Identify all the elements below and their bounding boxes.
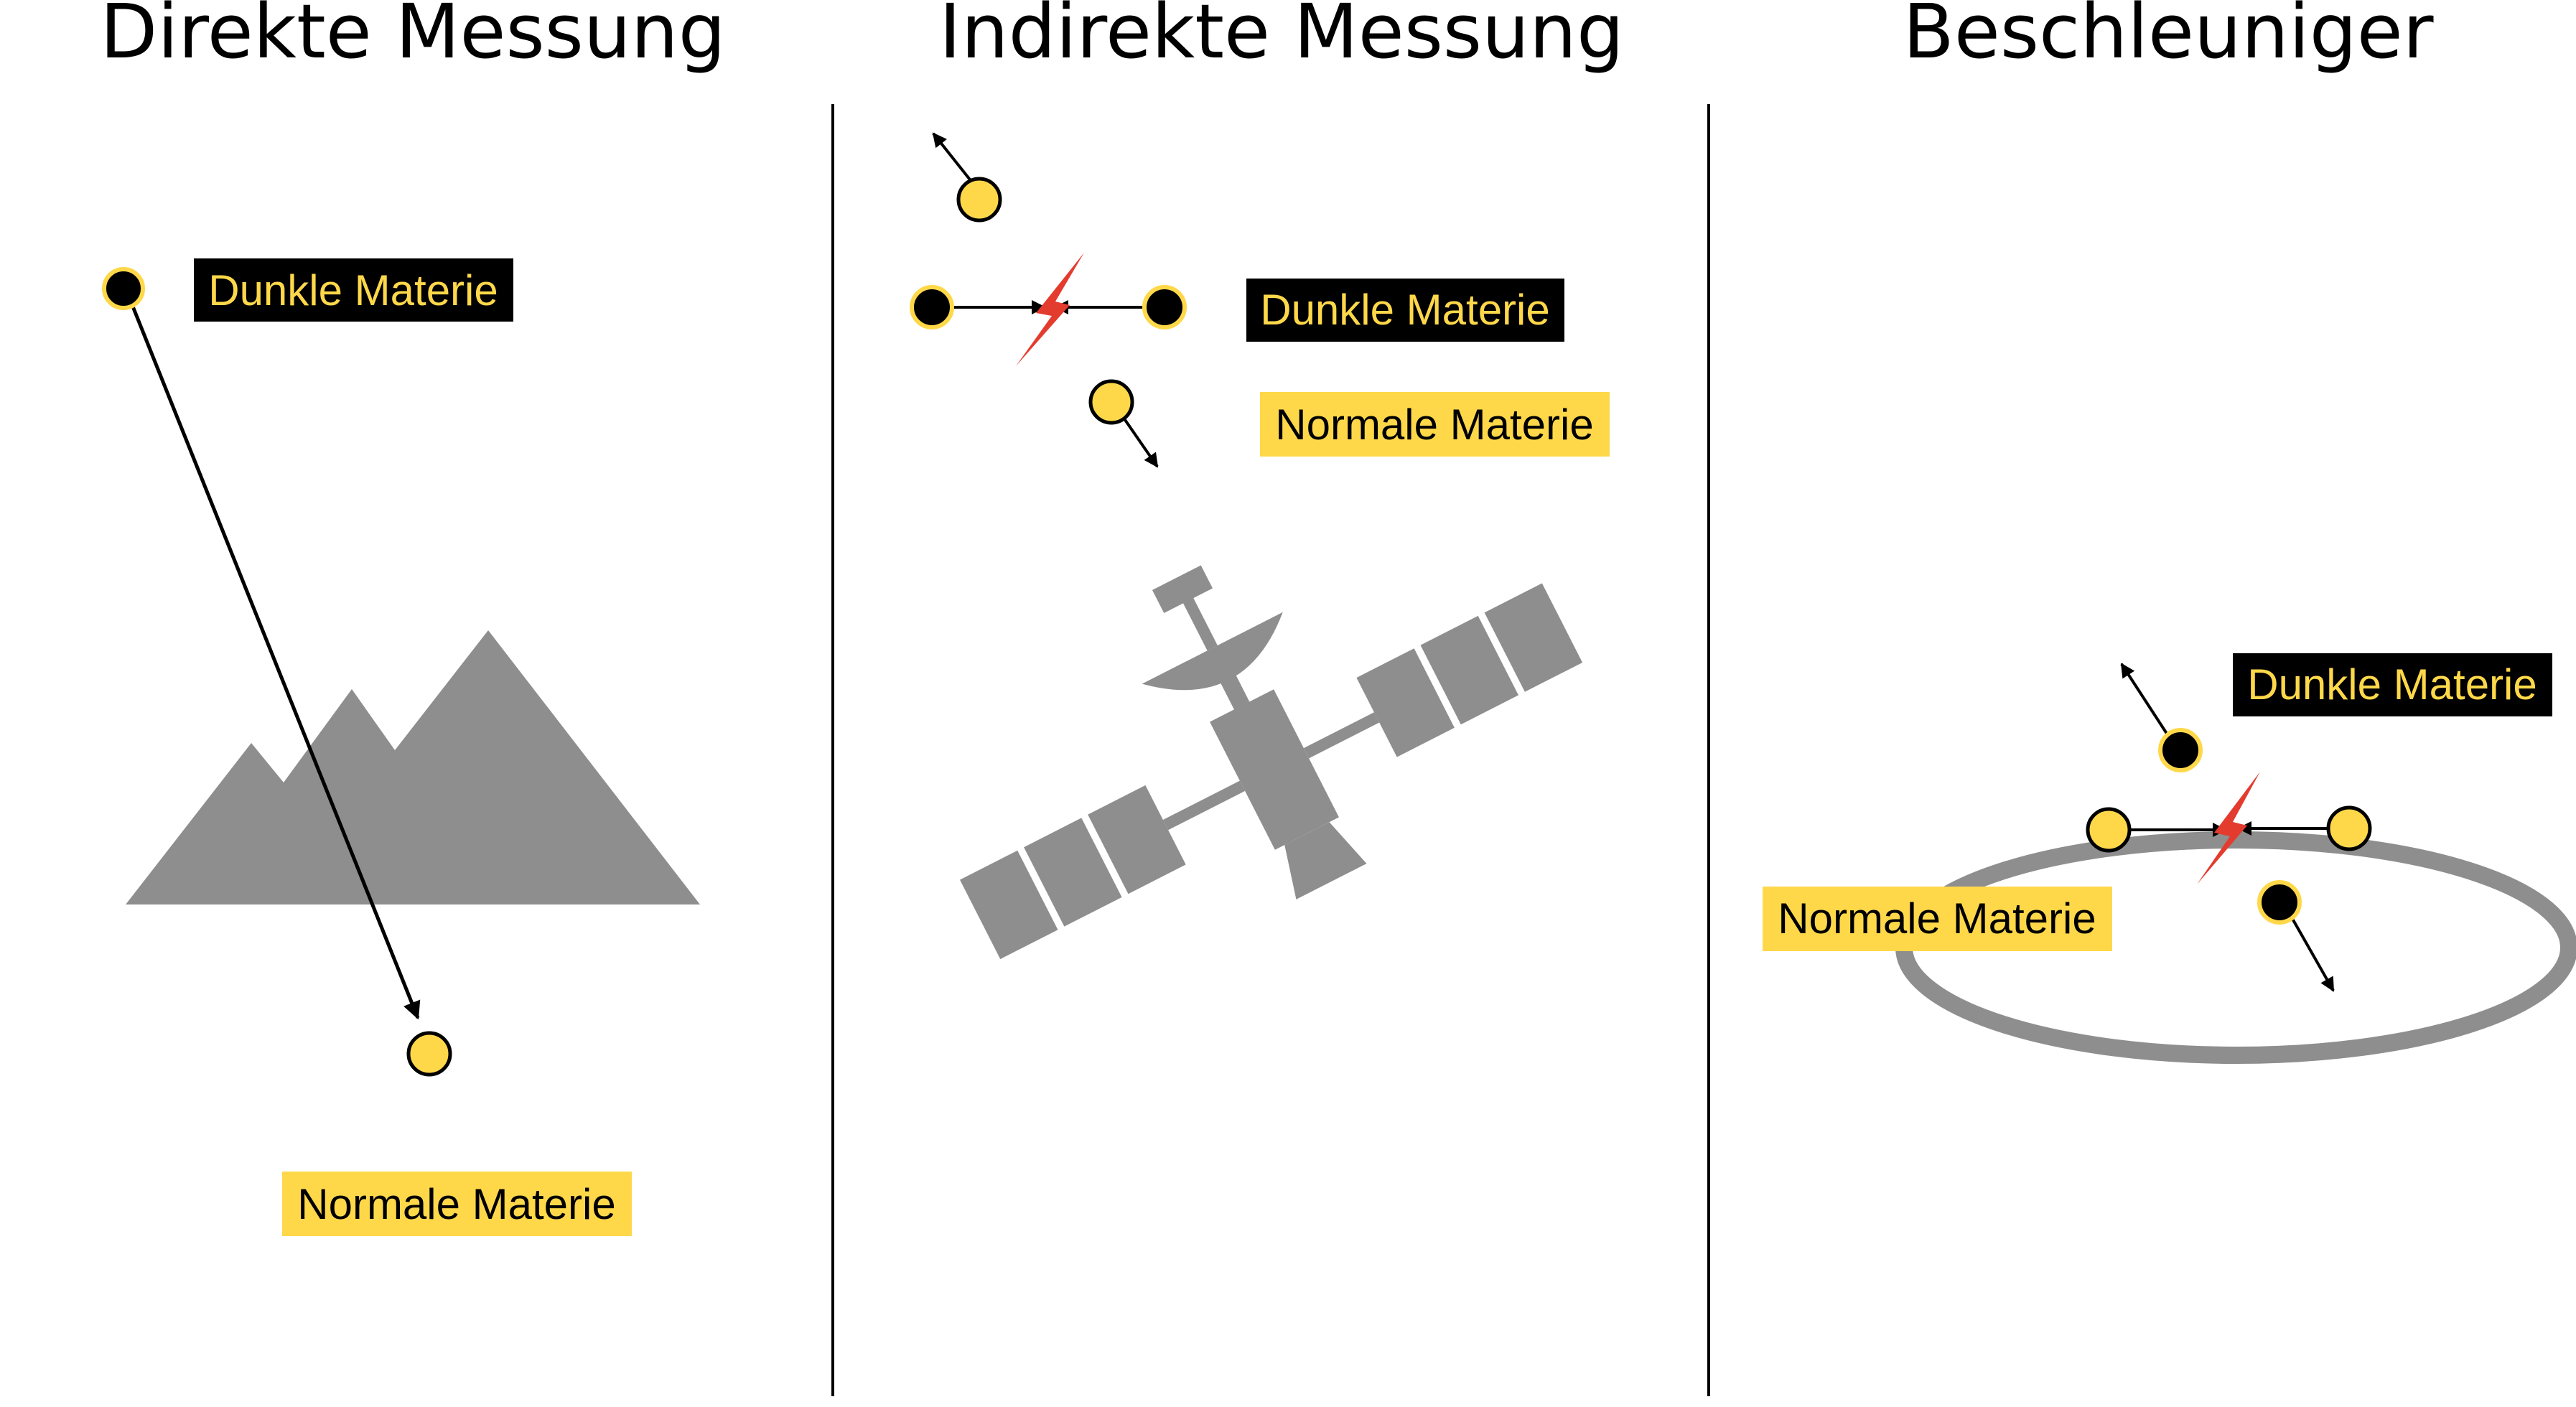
trajectory-arrow bbox=[123, 288, 421, 1020]
normal-matter-particle bbox=[2326, 805, 2372, 851]
indirect-measurement-panel: Dunkle Materie Normale Materie bbox=[910, 132, 1610, 960]
dark-matter-particle bbox=[1142, 285, 1187, 329]
dark-matter-particle bbox=[910, 285, 954, 329]
normal-matter-label-box bbox=[1260, 392, 1610, 457]
lightning-icon bbox=[1016, 253, 1084, 366]
normal-matter-label: Normale Materie bbox=[1778, 894, 2096, 943]
outgoing-arrow bbox=[932, 132, 974, 184]
outgoing-arrow bbox=[2290, 917, 2335, 992]
direct-measurement-panel: Dunkle Materie Normale Materie bbox=[102, 258, 700, 1236]
satellite-icon bbox=[959, 565, 1583, 960]
accelerator-panel: Dunkle Materie Normale Materie bbox=[1763, 653, 2576, 1064]
normal-matter-particle bbox=[406, 1031, 452, 1077]
dark-matter-label: Dunkle Materie bbox=[1260, 286, 1550, 334]
panel-title-direct: Direkte Messung bbox=[100, 0, 725, 75]
dark-matter-particle bbox=[2257, 880, 2302, 925]
outgoing-arrow bbox=[2120, 663, 2170, 737]
dark-matter-label: Dunkle Materie bbox=[208, 266, 498, 314]
normal-matter-particle bbox=[1088, 379, 1134, 425]
normal-matter-label: Normale Materie bbox=[1275, 401, 1593, 449]
panel-title-accelerator: Beschleuniger bbox=[1903, 0, 2434, 75]
outgoing-arrow bbox=[1122, 416, 1159, 468]
dark-matter-label-box bbox=[1246, 279, 1564, 342]
normal-matter-particle bbox=[2086, 807, 2132, 853]
normal-matter-label-box bbox=[282, 1172, 632, 1236]
dark-matter-label: Dunkle Materie bbox=[2247, 660, 2537, 709]
dark-matter-particle bbox=[102, 267, 145, 310]
normal-matter-particle bbox=[956, 177, 1002, 223]
normal-matter-label-box bbox=[1763, 887, 2112, 951]
dark-matter-label-box bbox=[194, 258, 513, 322]
mountain-icon bbox=[126, 630, 700, 904]
lightning-icon bbox=[2197, 772, 2260, 884]
dark-matter-particle bbox=[2158, 728, 2203, 772]
normal-matter-label: Normale Materie bbox=[297, 1180, 615, 1228]
panel-title-indirect: Indirekte Messung bbox=[939, 0, 1624, 75]
dark-matter-label-box bbox=[2233, 653, 2552, 716]
